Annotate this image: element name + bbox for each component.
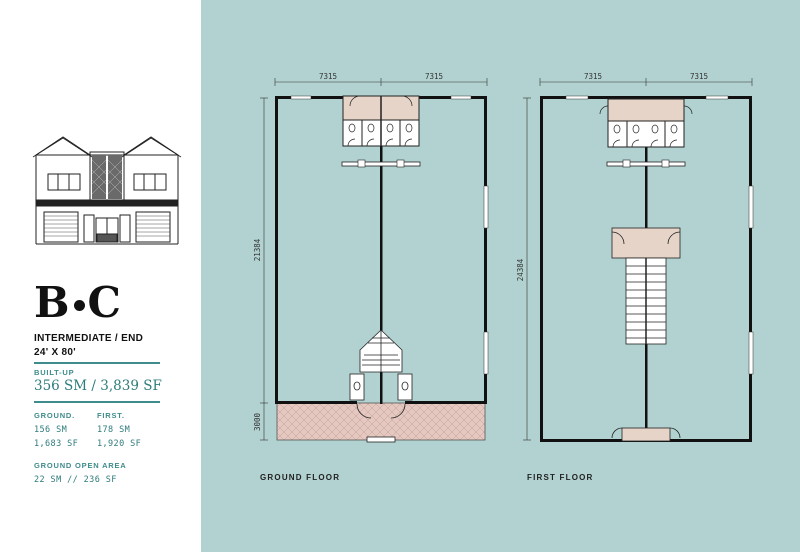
ground-staircase bbox=[349, 329, 413, 419]
unit-dimensions: 24' X 80' bbox=[34, 347, 76, 358]
ground-depth: 21384 bbox=[253, 238, 262, 261]
ground-open-depth: 3000 bbox=[253, 412, 262, 431]
unit-info-panel: B C INTERMEDIATE / END 24' X 80' BUILT-U… bbox=[0, 0, 201, 552]
ground-area-sm: 156 SM bbox=[34, 425, 68, 435]
builtup-label: BUILT-UP bbox=[34, 368, 75, 377]
first-width-right: 7315 bbox=[690, 72, 708, 81]
paved-forecourt bbox=[276, 402, 486, 441]
ground-floor-label: GROUND FLOOR bbox=[260, 473, 340, 482]
first-toilet-block bbox=[599, 98, 693, 168]
ground-area-label: GROUND. bbox=[34, 411, 76, 420]
ground-toilet-block bbox=[341, 95, 421, 168]
ground-width-left: 7315 bbox=[319, 72, 337, 81]
builtup-value: 356 SM / 3,839 SF bbox=[34, 378, 162, 394]
unit-type: INTERMEDIATE / END bbox=[34, 333, 144, 344]
first-depth: 24384 bbox=[516, 258, 525, 281]
ground-floor-plan: 7315 7315 21384 3000 bbox=[253, 72, 489, 482]
unit-code: B C bbox=[34, 280, 122, 326]
first-staircase bbox=[611, 227, 681, 345]
first-floor-label: FIRST FLOOR bbox=[527, 473, 594, 482]
first-area-label: FIRST. bbox=[97, 411, 125, 420]
unit-code-left: B bbox=[34, 278, 71, 327]
open-area-label: GROUND OPEN AREA bbox=[34, 461, 127, 470]
open-area-value: 22 SM // 236 SF bbox=[34, 475, 117, 485]
first-area-sm: 178 SM bbox=[97, 425, 131, 435]
floor-plans-area bbox=[201, 0, 800, 552]
first-floor-plan: 7315 7315 24384 bbox=[516, 72, 754, 482]
unit-code-right: C bbox=[87, 278, 122, 327]
first-area-sf: 1,920 SF bbox=[97, 439, 142, 449]
unit-code-separator bbox=[73, 299, 85, 311]
divider bbox=[34, 362, 160, 364]
divider bbox=[34, 401, 160, 403]
ground-width-right: 7315 bbox=[425, 72, 443, 81]
ground-area-sf: 1,683 SF bbox=[34, 439, 79, 449]
facade-elevation bbox=[32, 136, 182, 245]
first-width-left: 7315 bbox=[584, 72, 602, 81]
